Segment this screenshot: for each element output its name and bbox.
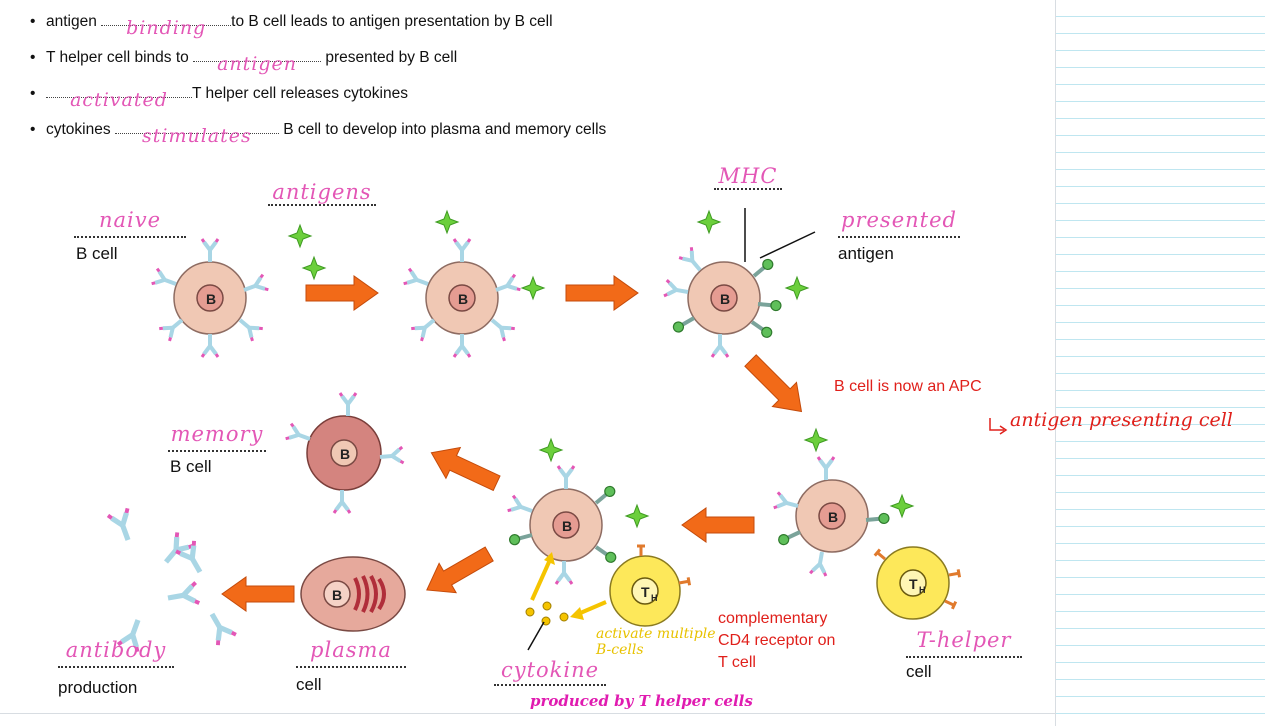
arrow-1: [305, 275, 379, 311]
bullet-4-after: B cell to develop into plasma and memory…: [278, 121, 607, 138]
cd4-line-3: T cell: [718, 654, 756, 671]
bullet-2-blank[interactable]: antigen: [193, 53, 322, 75]
thelper-cell-2: [609, 544, 692, 627]
mhc-pointer-2: [759, 231, 816, 259]
bullet-2-before: T helper cell binds to: [46, 49, 194, 66]
bullet-1-answer: binding: [126, 17, 207, 39]
antibody-fill[interactable]: antibody: [58, 638, 174, 668]
bullet-3-answer: activated: [70, 89, 168, 111]
antibody-answer: antibody: [65, 638, 167, 662]
arrow-3: [738, 348, 814, 424]
bullet-4-answer: stimulates: [142, 125, 252, 147]
memory-b-cell: [283, 391, 406, 515]
bullet-3-blank[interactable]: activated: [46, 89, 192, 111]
cell1-b-letter: B: [206, 291, 216, 307]
bullet-1-after: to B cell leads to antigen presentation …: [231, 13, 553, 30]
cell4-b-letter: B: [828, 509, 838, 525]
th2-sub: H: [651, 593, 658, 603]
apc-note: B cell is now an APC: [834, 378, 982, 395]
cytokines: [525, 552, 607, 651]
th2-letter: T: [641, 584, 650, 600]
bullet-4-blank[interactable]: stimulates: [114, 125, 279, 147]
arrow-5: [423, 436, 505, 500]
bullet-3-after: T helper cell releases cytokines: [192, 85, 408, 102]
plasma-b-letter: B: [332, 587, 342, 603]
lined-notebook-margin: [1055, 0, 1265, 726]
presented-fill[interactable]: presented: [838, 208, 960, 238]
free-antigen-2: [302, 256, 326, 280]
plasma-cell: [300, 556, 406, 632]
plasma-answer: plasma: [310, 638, 392, 662]
free-antibodies: [108, 508, 236, 651]
antigen-label: antigen: [838, 244, 894, 263]
thelper-answer: T-helper: [916, 628, 1012, 652]
naive-answer: naive: [98, 208, 162, 232]
produced-by-note: produced by T helper cells: [530, 692, 753, 710]
bullet-4-before: cytokines: [46, 121, 115, 138]
bullet-4: •cytokines stimulates B cell to develop …: [30, 121, 607, 147]
production-label: production: [58, 678, 138, 697]
cytokine-fill[interactable]: cytokine: [494, 658, 606, 686]
thelper-fill[interactable]: T-helper: [906, 628, 1022, 658]
activate-note: activate multiple B-cells: [596, 626, 716, 658]
apc-hook-arrow: [989, 418, 1004, 431]
cd4-line-2: CD4 receptor on: [718, 632, 836, 649]
cell3-b-letter: B: [720, 291, 730, 307]
memory-bcell-label: B cell: [170, 457, 212, 476]
mhc-answer: MHC: [718, 164, 778, 188]
cell2-b-letter: B: [458, 291, 468, 307]
plasma-fill[interactable]: plasma: [296, 638, 406, 668]
arrow-7: [221, 576, 295, 612]
bullet-2-after: presented by B cell: [321, 49, 458, 66]
thelper-cell-1: [873, 546, 962, 620]
presented-answer: presented: [841, 208, 957, 232]
cd4-line-1: complementary: [718, 610, 828, 627]
th1-letter: T: [909, 576, 918, 592]
thelper-cell-label: cell: [906, 662, 932, 681]
antigens-fill[interactable]: antigens: [268, 180, 376, 206]
bullet-1-blank[interactable]: binding: [101, 17, 232, 39]
cd4-note: complementary CD4 receptor on T cell: [718, 608, 835, 674]
arrow-2: [565, 275, 639, 311]
arrow-4: [681, 507, 755, 543]
bullet-1-before: antigen: [46, 13, 102, 30]
free-antigen-1: [288, 224, 312, 248]
apc-handwriting: antigen presenting cell: [1010, 409, 1233, 431]
memory-fill[interactable]: memory: [168, 422, 266, 452]
memory-answer: memory: [170, 422, 264, 446]
plasma-cell-label: cell: [296, 675, 322, 694]
cytokine-answer: cytokine: [500, 658, 600, 682]
antigens-answer: antigens: [272, 180, 372, 204]
cell5-b-letter: B: [562, 518, 572, 534]
naive-fill[interactable]: naive: [74, 208, 186, 238]
memory-b-letter: B: [340, 446, 350, 462]
naive-bcell-label: B cell: [76, 244, 118, 263]
arrow-6: [417, 538, 499, 606]
th1-sub: H: [919, 585, 926, 595]
mhc-fill[interactable]: MHC: [714, 164, 782, 190]
bullet-2-answer: antigen: [217, 53, 297, 75]
bullet-2: •T helper cell binds to antigen presente…: [30, 49, 458, 75]
